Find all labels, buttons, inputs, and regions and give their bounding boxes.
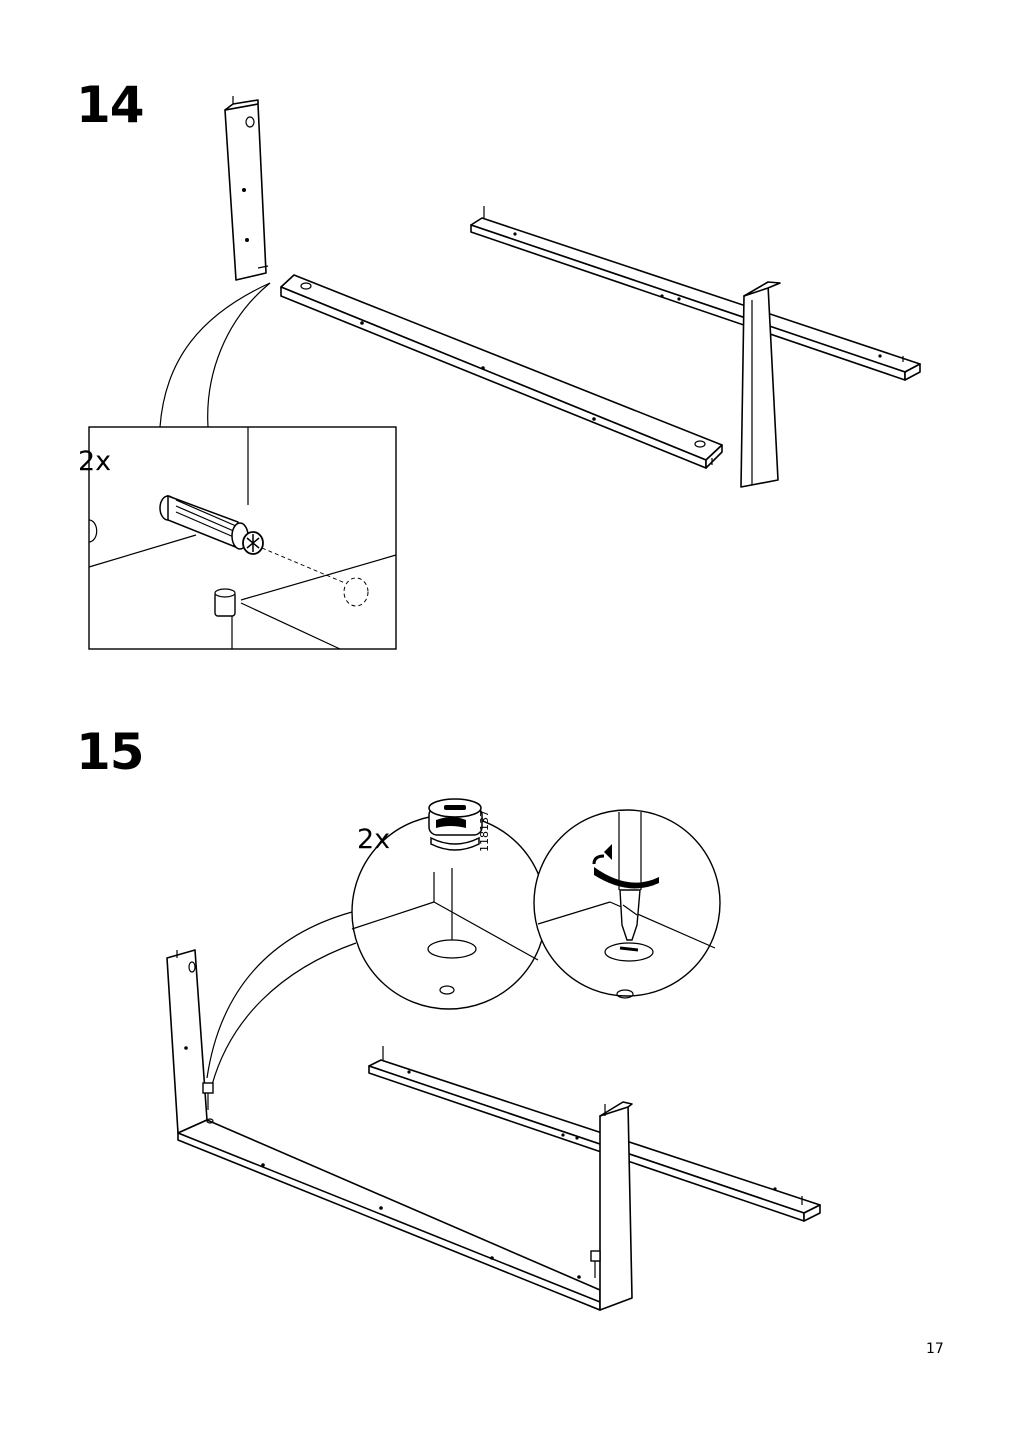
back-rail	[470, 206, 921, 381]
callout-line-right	[207, 282, 271, 428]
front-rail	[280, 274, 723, 469]
quantity-label-14: 2x	[78, 446, 112, 477]
callout-line-left	[159, 282, 271, 428]
detail-box-14	[88, 426, 397, 650]
screwdriver-icon	[618, 812, 642, 952]
detail-circle-screwdriver	[533, 809, 721, 999]
step-number-15: 15	[76, 723, 145, 781]
page-number: 17	[926, 1341, 944, 1357]
cam-lock-icon	[428, 798, 483, 851]
dowel-insert-icon	[159, 494, 264, 555]
dowel-icon	[214, 588, 236, 617]
rotate-arrow-icon	[592, 844, 659, 889]
quantity-label-15: 2x	[357, 824, 391, 855]
part-code: 118137	[478, 810, 491, 852]
side-post-right	[740, 281, 781, 488]
back-rail-15	[368, 1046, 821, 1222]
step-number-14: 14	[76, 76, 145, 134]
callout-tail-b	[211, 942, 357, 1086]
side-post-left	[224, 96, 269, 281]
right-post-15	[590, 1101, 633, 1311]
assembled-frame	[166, 949, 601, 1311]
callout-tail-a	[206, 911, 353, 1079]
